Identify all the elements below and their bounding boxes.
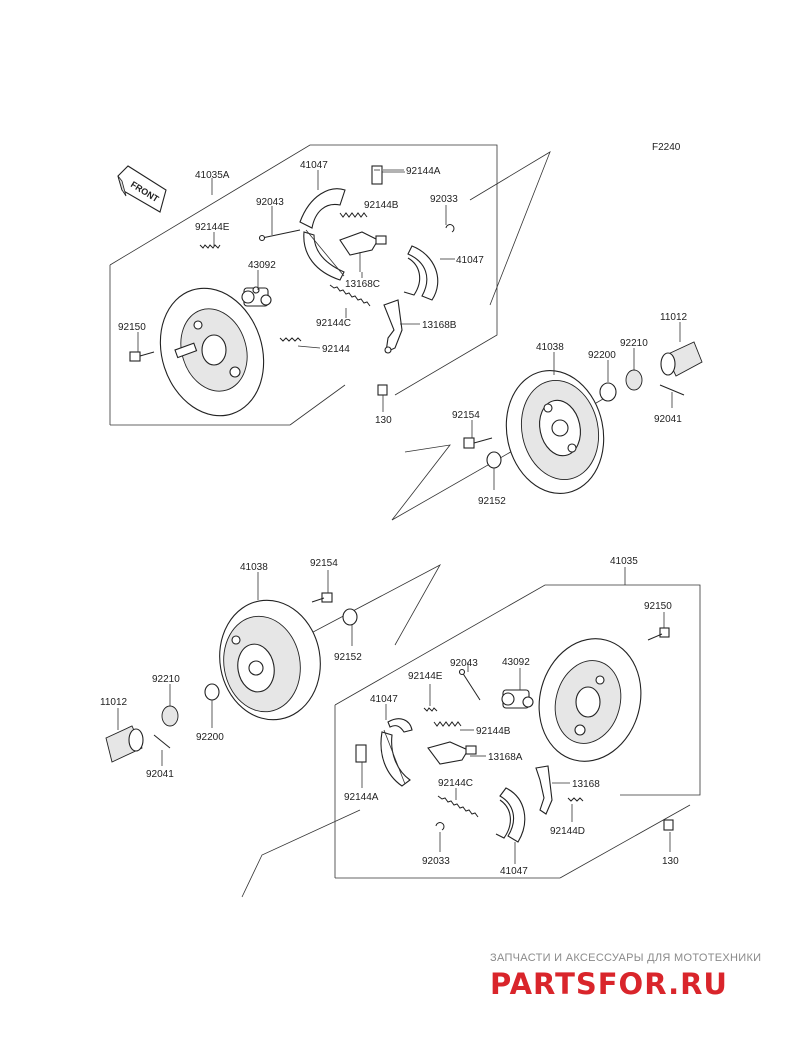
label-92154-a: 92154: [452, 410, 480, 421]
front-arrow-icon: FRONT: [117, 165, 167, 213]
bolt-92154-upper: [463, 437, 493, 449]
label-41047-b: 41047: [456, 255, 484, 266]
bolt-92154-lower: [311, 592, 333, 603]
label-13168c: 13168C: [345, 279, 380, 290]
label-41035: 41035: [610, 556, 638, 567]
label-92150-a: 92150: [118, 322, 146, 333]
lever-13168b: [383, 299, 403, 354]
cap-11012-lower: [105, 725, 144, 763]
bolt-92150-lower: [647, 627, 670, 641]
washer-92200-upper: [599, 382, 617, 402]
label-11012-a: 11012: [660, 312, 688, 323]
label-43092-a: 43092: [248, 260, 276, 271]
cap-11012-upper: [660, 341, 703, 377]
upper-frame: [109, 144, 551, 426]
clip-92144a-upper: [371, 165, 405, 185]
pin-92043-upper: [258, 229, 301, 242]
label-92200-a: 92200: [588, 350, 616, 361]
spring-92144b-lower: [433, 721, 462, 727]
label-43092-b: 43092: [502, 657, 530, 668]
washer-92152-lower: [342, 608, 358, 626]
brake-drum-upper: [505, 369, 605, 495]
brake-shoe-upper-b: [403, 245, 439, 301]
label-92041-b: 92041: [146, 769, 174, 780]
label-13168a: 13168A: [488, 752, 523, 763]
lower-drum-frame: [297, 564, 442, 646]
label-92144: 92144: [322, 344, 350, 355]
watermark-tagline: ЗАПЧАСТИ И АКСЕССУАРЫ ДЛЯ МОТОТЕХНИКИ: [490, 952, 762, 964]
label-92144c-b: 92144C: [438, 778, 473, 789]
label-92144e-a: 92144E: [195, 222, 230, 233]
label-92152-b: 92152: [334, 652, 362, 663]
label-41047-d: 41047: [500, 866, 528, 877]
label-92033-b: 92033: [422, 856, 450, 867]
spring-92144b-upper: [339, 212, 368, 218]
adjuster-13168c: [339, 231, 387, 272]
label-92152-a: 92152: [478, 496, 506, 507]
spring-92144d: [567, 797, 584, 802]
cotter-pin-92041-lower: [153, 734, 171, 749]
washer-92200-lower: [204, 683, 220, 701]
spring-92144c-lower: [437, 795, 479, 818]
bolt-130-upper: [377, 384, 388, 396]
label-92200-b: 92200: [196, 732, 224, 743]
washer-92152-upper: [486, 451, 502, 469]
brake-shoe-upper-a: [299, 188, 346, 281]
spring-92144: [279, 337, 302, 342]
wheel-cylinder-upper: [241, 286, 272, 307]
bolt-92150-upper: [129, 351, 155, 362]
nut-92210-upper: [625, 369, 643, 391]
clip-92033-lower: [435, 822, 445, 831]
label-92144b-b: 92144B: [476, 726, 511, 737]
label-92043-a: 92043: [256, 197, 284, 208]
brake-shoe-lower-b: [495, 787, 526, 843]
spring-92144e-lower: [423, 707, 438, 712]
label-41035a: 41035A: [195, 170, 230, 181]
lower-frame: [241, 584, 701, 898]
watermark-logo-text: PARTSFOR.RU: [490, 967, 728, 1000]
label-13168: 13168: [572, 779, 600, 790]
label-92144b-a: 92144B: [364, 200, 399, 211]
label-11012-b: 11012: [100, 697, 128, 708]
nut-92210-lower: [161, 705, 179, 727]
label-92033-a: 92033: [430, 194, 458, 205]
label-92144e-b: 92144E: [408, 671, 443, 682]
label-92210-a: 92210: [620, 338, 648, 349]
backing-plate-lower: [538, 638, 642, 762]
label-92144c-a: 92144C: [316, 318, 351, 329]
brake-shoe-lower-a: [380, 718, 413, 787]
part-labels: F2240 41035A 41047 92144A 92043 92144B 9…: [100, 142, 688, 877]
label-92043-b: 92043: [450, 658, 478, 669]
figure-code: F2240: [652, 142, 681, 153]
label-41047-c: 41047: [370, 694, 398, 705]
label-92144d: 92144D: [550, 826, 585, 837]
clip-92144a-lower: [355, 744, 367, 763]
pin-92043-lower: [458, 668, 481, 701]
label-92144a-b: 92144A: [344, 792, 379, 803]
label-130-b: 130: [662, 856, 679, 867]
label-41047-a: 41047: [300, 160, 328, 171]
backing-plate-upper: [159, 287, 265, 417]
label-92150-b: 92150: [644, 601, 672, 612]
adjuster-13168a: [427, 741, 477, 765]
brake-drum-lower: [219, 599, 321, 721]
clip-92033-upper: [445, 224, 455, 233]
label-41038-b: 41038: [240, 562, 268, 573]
label-92210-b: 92210: [152, 674, 180, 685]
label-41038-a: 41038: [536, 342, 564, 353]
spring-92144e-upper: [199, 244, 221, 249]
label-92144a-a: 92144A: [406, 166, 441, 177]
label-92041-a: 92041: [654, 414, 682, 425]
label-92154-b: 92154: [310, 558, 338, 569]
cotter-pin-92041-upper: [659, 384, 685, 396]
wheel-cylinder-lower: [501, 689, 534, 709]
label-130-a: 130: [375, 415, 392, 426]
watermark-logo[interactable]: PARTSFOR.RU: [490, 966, 790, 1000]
leader-lines: [117, 169, 681, 864]
bolt-130-lower: [663, 819, 674, 831]
lever-13168: [535, 765, 553, 815]
label-13168b: 13168B: [422, 320, 457, 331]
spring-92144c-upper: [329, 284, 371, 307]
